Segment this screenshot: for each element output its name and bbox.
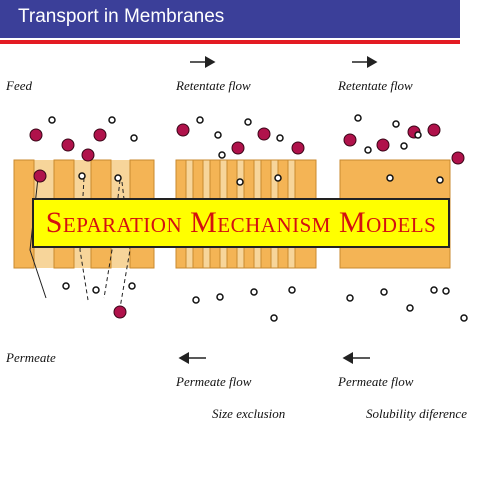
small-particle: [128, 282, 136, 290]
header-title: Transport in Membranes: [18, 6, 225, 27]
small-particle: [276, 134, 284, 142]
small-particle: [78, 172, 86, 180]
small-particle: [48, 116, 56, 124]
small-particle: [380, 288, 388, 296]
small-particle: [364, 146, 372, 154]
small-particle: [244, 118, 252, 126]
small-particle: [430, 286, 438, 294]
small-particle: [288, 286, 296, 294]
label-permeate-flow-1: Permeate flow: [176, 374, 252, 389]
large-particle: [376, 138, 390, 152]
title-banner: Separation Mechanism Models: [32, 198, 450, 248]
large-particle: [291, 141, 305, 155]
small-particle: [196, 116, 204, 124]
large-particle: [343, 133, 357, 147]
large-particle: [93, 128, 107, 142]
large-particle: [231, 141, 245, 155]
large-particle: [81, 148, 95, 162]
header-bar: Transport in Membranes: [0, 0, 460, 38]
small-particle: [214, 131, 222, 139]
small-particle: [414, 131, 422, 139]
small-particle: [108, 116, 116, 124]
large-particle: [451, 151, 465, 165]
small-particle: [92, 286, 100, 294]
label-solubility-difference: Solubility diference: [366, 406, 467, 421]
label-retentate-flow-1: Retentate flow: [176, 78, 251, 93]
small-particle: [386, 174, 394, 182]
small-particle: [346, 294, 354, 302]
small-particle: [270, 314, 278, 322]
small-particle: [250, 288, 258, 296]
large-particle: [61, 138, 75, 152]
header-accent-line: [0, 40, 460, 44]
banner-title: Separation Mechanism Models: [45, 206, 437, 239]
small-particle: [392, 120, 400, 128]
small-particle: [274, 174, 282, 182]
large-particle: [176, 123, 190, 137]
large-particle: [113, 305, 127, 319]
small-particle: [460, 314, 468, 322]
large-particle: [257, 127, 271, 141]
small-particle: [130, 134, 138, 142]
small-particle: [236, 178, 244, 186]
small-particle: [192, 296, 200, 304]
label-size-exclusion: Size exclusion: [212, 406, 286, 421]
large-particle: [427, 123, 441, 137]
label-permeate-flow-2: Permeate flow: [338, 374, 414, 389]
label-retentate-flow-2: Retentate flow: [338, 78, 413, 93]
small-particle: [218, 151, 226, 159]
large-particle: [29, 128, 43, 142]
label-permeate: Permeate: [6, 350, 56, 365]
small-particle: [442, 287, 450, 295]
large-particle: [33, 169, 47, 183]
small-particle: [216, 293, 224, 301]
small-particle: [406, 304, 414, 312]
small-particle: [114, 174, 122, 182]
small-particle: [400, 142, 408, 150]
small-particle: [62, 282, 70, 290]
label-feed: Feed: [6, 78, 32, 93]
small-particles: [48, 114, 468, 322]
small-particle: [436, 176, 444, 184]
small-particle: [354, 114, 362, 122]
